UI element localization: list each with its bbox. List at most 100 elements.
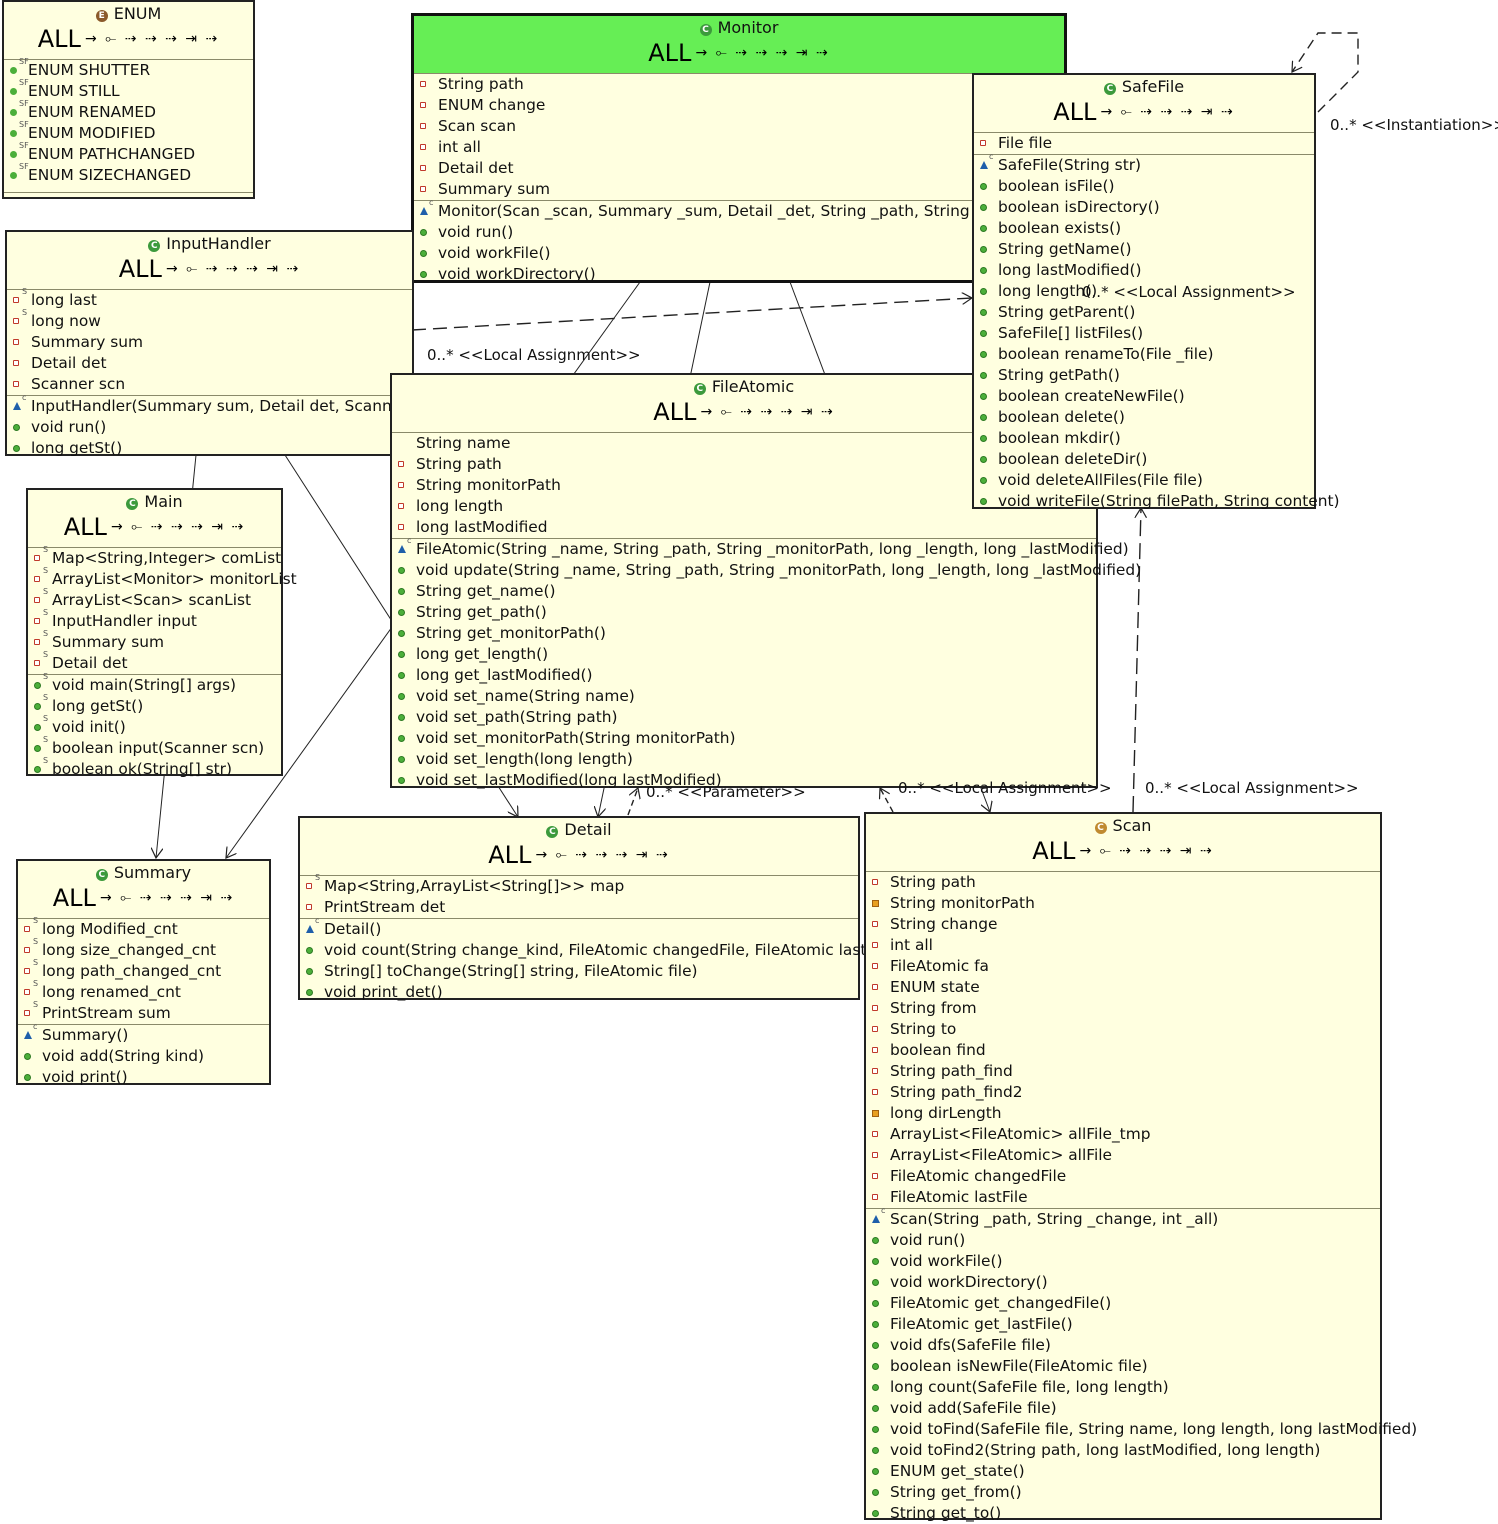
- member-row[interactable]: Scanner scn: [7, 374, 412, 395]
- member-row[interactable]: long lastModified(): [974, 260, 1314, 281]
- member-row[interactable]: boolean isFile(): [974, 176, 1314, 197]
- member-row[interactable]: String path: [392, 454, 1096, 475]
- member-row[interactable]: FileAtomic lastFile: [866, 1187, 1380, 1208]
- relation-filter-icons[interactable]: → ⟜ ⇢ ⇢ ⇢ ⇥ ⇢: [84, 31, 220, 47]
- member-row[interactable]: void add(String kind): [18, 1046, 269, 1067]
- member-row[interactable]: String[] toChange(String[] string, FileA…: [300, 961, 858, 982]
- member-row[interactable]: long length: [392, 496, 1096, 517]
- relation-filter-icons[interactable]: → ⟜ ⇢ ⇢ ⇢ ⇥ ⇢: [110, 519, 246, 535]
- member-row[interactable]: void writeFile(String filePath, String c…: [974, 491, 1340, 512]
- relation-filter-icons[interactable]: → ⟜ ⇢ ⇢ ⇢ ⇥ ⇢: [165, 261, 301, 277]
- relation-filter-icons[interactable]: → ⟜ ⇢ ⇢ ⇢ ⇥ ⇢: [1100, 104, 1235, 120]
- member-row[interactable]: void print_det(): [300, 982, 858, 1003]
- member-row[interactable]: String path: [414, 74, 1064, 95]
- relation-filter-icons[interactable]: → ⟜ ⇢ ⇢ ⇢ ⇥ ⇢: [695, 45, 830, 61]
- member-row[interactable]: String monitorPath: [392, 475, 1096, 496]
- member-row[interactable]: boolean mkdir(): [974, 428, 1314, 449]
- member-row[interactable]: FileAtomic changedFile: [866, 1166, 1380, 1187]
- member-row[interactable]: void set_length(long length): [392, 749, 1096, 770]
- member-row[interactable]: void count(String change_kind, FileAtomi…: [300, 940, 898, 961]
- relation-filter-icons[interactable]: → ⟜ ⇢ ⇢ ⇢ ⇥ ⇢: [535, 847, 670, 863]
- member-row[interactable]: ENUM change: [414, 95, 1064, 116]
- member-row[interactable]: Detail det: [414, 158, 1064, 179]
- member-row[interactable]: int all: [866, 935, 1380, 956]
- member-row[interactable]: boolean isNewFile(FileAtomic file): [866, 1356, 1380, 1377]
- member-row[interactable]: long getSt(): [7, 438, 412, 459]
- member-row[interactable]: String get_path(): [392, 602, 1096, 623]
- member-row[interactable]: boolean delete(): [974, 407, 1314, 428]
- member-row[interactable]: String path: [866, 872, 1380, 893]
- member-row[interactable]: String change: [866, 914, 1380, 935]
- member-row[interactable]: Summary sum: [414, 179, 1064, 200]
- member-row[interactable]: ENUM get_state(): [866, 1461, 1380, 1482]
- member-row[interactable]: long lastModified: [392, 517, 1096, 538]
- member-row[interactable]: ENUM state: [866, 977, 1380, 998]
- member-row[interactable]: ArrayList<FileAtomic> allFile_tmp: [866, 1124, 1380, 1145]
- member-row[interactable]: SafeFile[] listFiles(): [974, 323, 1314, 344]
- relation-filter-icons[interactable]: → ⟜ ⇢ ⇢ ⇢ ⇥ ⇢: [99, 890, 235, 906]
- member-row[interactable]: boolean deleteDir(): [974, 449, 1314, 470]
- member-row[interactable]: long get_lastModified(): [392, 665, 1096, 686]
- relation-filter-icons[interactable]: → ⟜ ⇢ ⇢ ⇢ ⇥ ⇢: [1079, 843, 1214, 859]
- member-row[interactable]: boolean renameTo(File _file): [974, 344, 1314, 365]
- member-row[interactable]: PrintStream det: [300, 897, 858, 918]
- member-row[interactable]: String name: [392, 433, 1096, 454]
- member-row[interactable]: String from: [866, 998, 1380, 1019]
- member-row[interactable]: long get_length(): [392, 644, 1096, 665]
- member-row[interactable]: ArrayList<FileAtomic> allFile: [866, 1145, 1380, 1166]
- member-row[interactable]: String get_name(): [392, 581, 1096, 602]
- member-row[interactable]: void set_name(String name): [392, 686, 1096, 707]
- member-row[interactable]: String get_from(): [866, 1482, 1380, 1503]
- member-row[interactable]: String path_find: [866, 1061, 1380, 1082]
- member-row[interactable]: String getPath(): [974, 365, 1314, 386]
- member-row[interactable]: boolean find: [866, 1040, 1380, 1061]
- member-row[interactable]: boolean createNewFile(): [974, 386, 1314, 407]
- member-row[interactable]: void set_monitorPath(String monitorPath): [392, 728, 1096, 749]
- member-row[interactable]: String to: [866, 1019, 1380, 1040]
- relation-filter-icons[interactable]: → ⟜ ⇢ ⇢ ⇢ ⇥ ⇢: [700, 404, 835, 420]
- member-row[interactable]: FileAtomic fa: [866, 956, 1380, 977]
- member-row[interactable]: void workDirectory(): [866, 1272, 1380, 1293]
- member-row[interactable]: void set_lastModified(long lastModified): [392, 770, 1096, 791]
- member-row[interactable]: boolean exists(): [974, 218, 1314, 239]
- member-row[interactable]: File file: [974, 133, 1314, 154]
- member-row[interactable]: void run(): [414, 222, 1064, 243]
- member-row[interactable]: void toFind2(String path, long lastModif…: [866, 1440, 1380, 1461]
- member-row[interactable]: void deleteAllFiles(File file): [974, 470, 1314, 491]
- member-row[interactable]: int all: [414, 137, 1064, 158]
- member-row[interactable]: void add(SafeFile file): [866, 1398, 1380, 1419]
